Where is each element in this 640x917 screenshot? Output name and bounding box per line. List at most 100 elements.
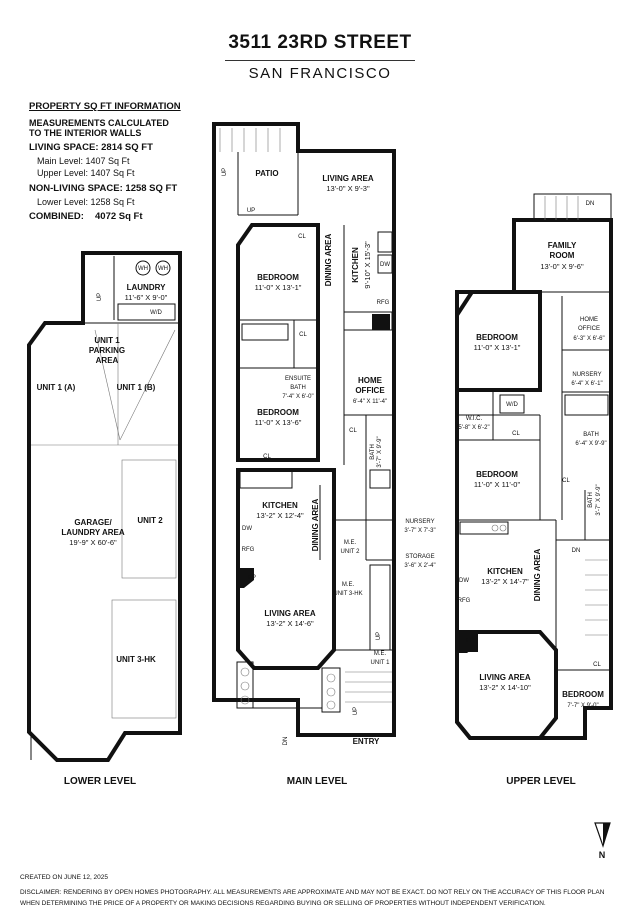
- level-label-main: MAIN LEVEL: [286, 776, 348, 787]
- room-home-office-dim: 6'-4" X 11'-4": [353, 399, 387, 405]
- room-bedroom-2-dim: 11'-0" X 13'-6": [255, 418, 302, 427]
- fireplace-main: FP: [248, 575, 256, 581]
- info-combined-value: 4072 Sq Ft: [95, 211, 143, 222]
- room-upper-bath-dim: 6'-4" X 9'-9": [575, 441, 606, 447]
- room-home-office-1: HOME: [358, 376, 383, 385]
- room-upper-bath-2: BATH: [588, 492, 594, 508]
- room-upper-office-2: OFFICE: [578, 326, 600, 332]
- upper-closet-3: CL: [593, 662, 601, 668]
- upper-level-plan: DN FAMILY ROOM 13'-0" X 9'-6" BEDROOM 11…: [455, 193, 613, 740]
- upper-fridge: RFG: [458, 598, 471, 604]
- patio-stair-up: UP: [247, 208, 255, 214]
- room-kitchen-top: KITCHEN: [351, 247, 360, 283]
- closet-office: CL: [349, 428, 357, 434]
- info-heading: PROPERTY SQ FT INFORMATION: [29, 101, 181, 112]
- closet-bed2: CL: [263, 454, 271, 460]
- room-bedroom-1: BEDROOM: [257, 273, 299, 282]
- room-living-top: LIVING AREA: [322, 174, 373, 183]
- room-dining-main: DINING AREA: [311, 498, 320, 551]
- room-upper-bath: BATH: [583, 432, 599, 438]
- page-title: 3511 23RD STREET: [228, 32, 412, 53]
- upper-washer-dryer: W/D: [506, 402, 518, 408]
- room-laundry: LAUNDRY: [127, 283, 166, 292]
- room-parking-1: UNIT 1: [94, 336, 120, 345]
- info-combined-label: COMBINED:: [29, 211, 84, 222]
- room-upper-kitchen: KITCHEN: [487, 567, 523, 576]
- water-heater-2: WH: [158, 266, 168, 272]
- washer-dryer: W/D: [150, 310, 162, 316]
- room-upper-bedroom-1-dim: 11'-0" X 13'-1": [474, 343, 521, 352]
- upper-dishwasher: DW: [459, 578, 469, 584]
- room-family-2: ROOM: [550, 251, 575, 260]
- north-label: N: [599, 850, 606, 860]
- level-label-upper: UPPER LEVEL: [506, 776, 576, 787]
- entry-label: ENTRY: [353, 737, 380, 746]
- info-non-living-space: NON-LIVING SPACE: 1258 SQ FT: [29, 183, 178, 194]
- info-lower-level: Lower Level: 1258 Sq Ft: [37, 197, 135, 207]
- main-level-plan: PATIO UP UP LIVING AREA 13'-0" X 9'-3" C…: [212, 122, 436, 746]
- room-upper-bath-2-dim: 3'-7" X 9'-9": [596, 484, 602, 515]
- room-kitchen-top-dim: 9'-10" X 15'-3": [363, 241, 372, 289]
- room-upper-bedroom-3-dim: 7'-7" X 9'-0": [567, 703, 598, 709]
- info-measure-line2: TO THE INTERIOR WALLS: [29, 128, 142, 138]
- closet-bed1: CL: [299, 332, 307, 338]
- room-upper-nursery-dim: 6'-4" X 6'-1": [571, 381, 602, 387]
- room-garage-2: LAUNDRY AREA: [61, 528, 124, 537]
- room-unit1b: UNIT 1 (B): [117, 383, 156, 392]
- fridge-main: RFG: [242, 547, 255, 553]
- room-upper-nursery: NURSERY: [572, 372, 601, 378]
- upper-stair-down: DN: [586, 201, 595, 207]
- room-me-unit1-b: UNIT 1: [371, 660, 391, 666]
- closet-top: CL: [298, 234, 306, 240]
- room-me-unit2-b: UNIT 2: [341, 549, 361, 555]
- title-divider: [225, 60, 415, 61]
- room-nursery-main: NURSERY: [405, 519, 434, 525]
- upper-closet-2: CL: [562, 478, 570, 484]
- room-wic: W.I.C.: [466, 416, 483, 422]
- room-upper-bedroom-3: BEDROOM: [562, 690, 604, 699]
- stair-up: UP: [97, 293, 103, 301]
- info-upper-level: Upper Level: 1407 Sq Ft: [37, 168, 135, 178]
- entry-stair-down: DN: [283, 737, 289, 746]
- room-bedroom-2: BEDROOM: [257, 408, 299, 417]
- room-unit1a: UNIT 1 (A): [37, 383, 76, 392]
- dishwasher-main: DW: [242, 526, 252, 532]
- room-family-1: FAMILY: [548, 241, 577, 250]
- room-upper-dining: DINING AREA: [533, 548, 542, 601]
- room-unit3hk: UNIT 3-HK: [116, 655, 156, 664]
- room-wic-dim: 5'-8" X 6'-2": [458, 425, 489, 431]
- room-upper-office-dim: 6'-3" X 6'-6": [573, 336, 604, 342]
- info-living-space: LIVING SPACE: 2814 SQ FT: [29, 142, 153, 153]
- room-family-dim: 13'-0" X 9'-6": [540, 262, 584, 271]
- upper-stair-down-2: DN: [572, 548, 581, 554]
- room-me-unit3-a: M.E.: [342, 582, 355, 588]
- room-upper-living-dim: 13'-2" X 14'-10": [479, 683, 531, 692]
- water-heater-1: WH: [138, 266, 148, 272]
- room-parking-2: PARKING: [89, 346, 125, 355]
- room-nursery-main-dim: 3'-7" X 7'-3": [404, 528, 435, 534]
- room-living-top-dim: 13'-0" X 9'-3": [326, 184, 370, 193]
- room-bath: BATH: [370, 444, 376, 460]
- room-garage-1: GARAGE/: [74, 518, 112, 527]
- room-upper-bedroom-1: BEDROOM: [476, 333, 518, 342]
- patio-stair-up-2: UP: [222, 168, 228, 176]
- created-date: CREATED ON JUNE 12, 2025: [20, 874, 109, 881]
- room-laundry-dim: 11'-6" X 9'-0": [125, 293, 168, 302]
- info-main-level: Main Level: 1407 Sq Ft: [37, 156, 130, 166]
- entry-stair-up: UP: [353, 707, 359, 715]
- fridge-top: RFG: [377, 300, 390, 306]
- room-upper-living: LIVING AREA: [479, 673, 530, 682]
- room-me-unit1-a: M.E.: [374, 651, 387, 657]
- room-garage-dim: 19'-9" X 60'-6": [69, 538, 117, 547]
- room-kitchen-main: KITCHEN: [262, 501, 298, 510]
- room-storage: STORAGE: [405, 554, 434, 560]
- room-patio: PATIO: [255, 169, 278, 178]
- north-arrow-icon: N: [594, 822, 611, 860]
- info-measure-line1: MEASUREMENTS CALCULATED: [29, 118, 169, 128]
- lower-level-plan: WH WH LAUNDRY 11'-6" X 9'-0" W/D UP UNIT…: [27, 251, 182, 762]
- room-kitchen-main-dim: 13'-2" X 12'-4": [256, 511, 304, 520]
- room-unit2: UNIT 2: [137, 516, 163, 525]
- level-label-lower: LOWER LEVEL: [63, 776, 137, 787]
- room-home-office-2: OFFICE: [355, 386, 385, 395]
- room-bath-dim: 3'-7" X 9'-9": [377, 436, 383, 467]
